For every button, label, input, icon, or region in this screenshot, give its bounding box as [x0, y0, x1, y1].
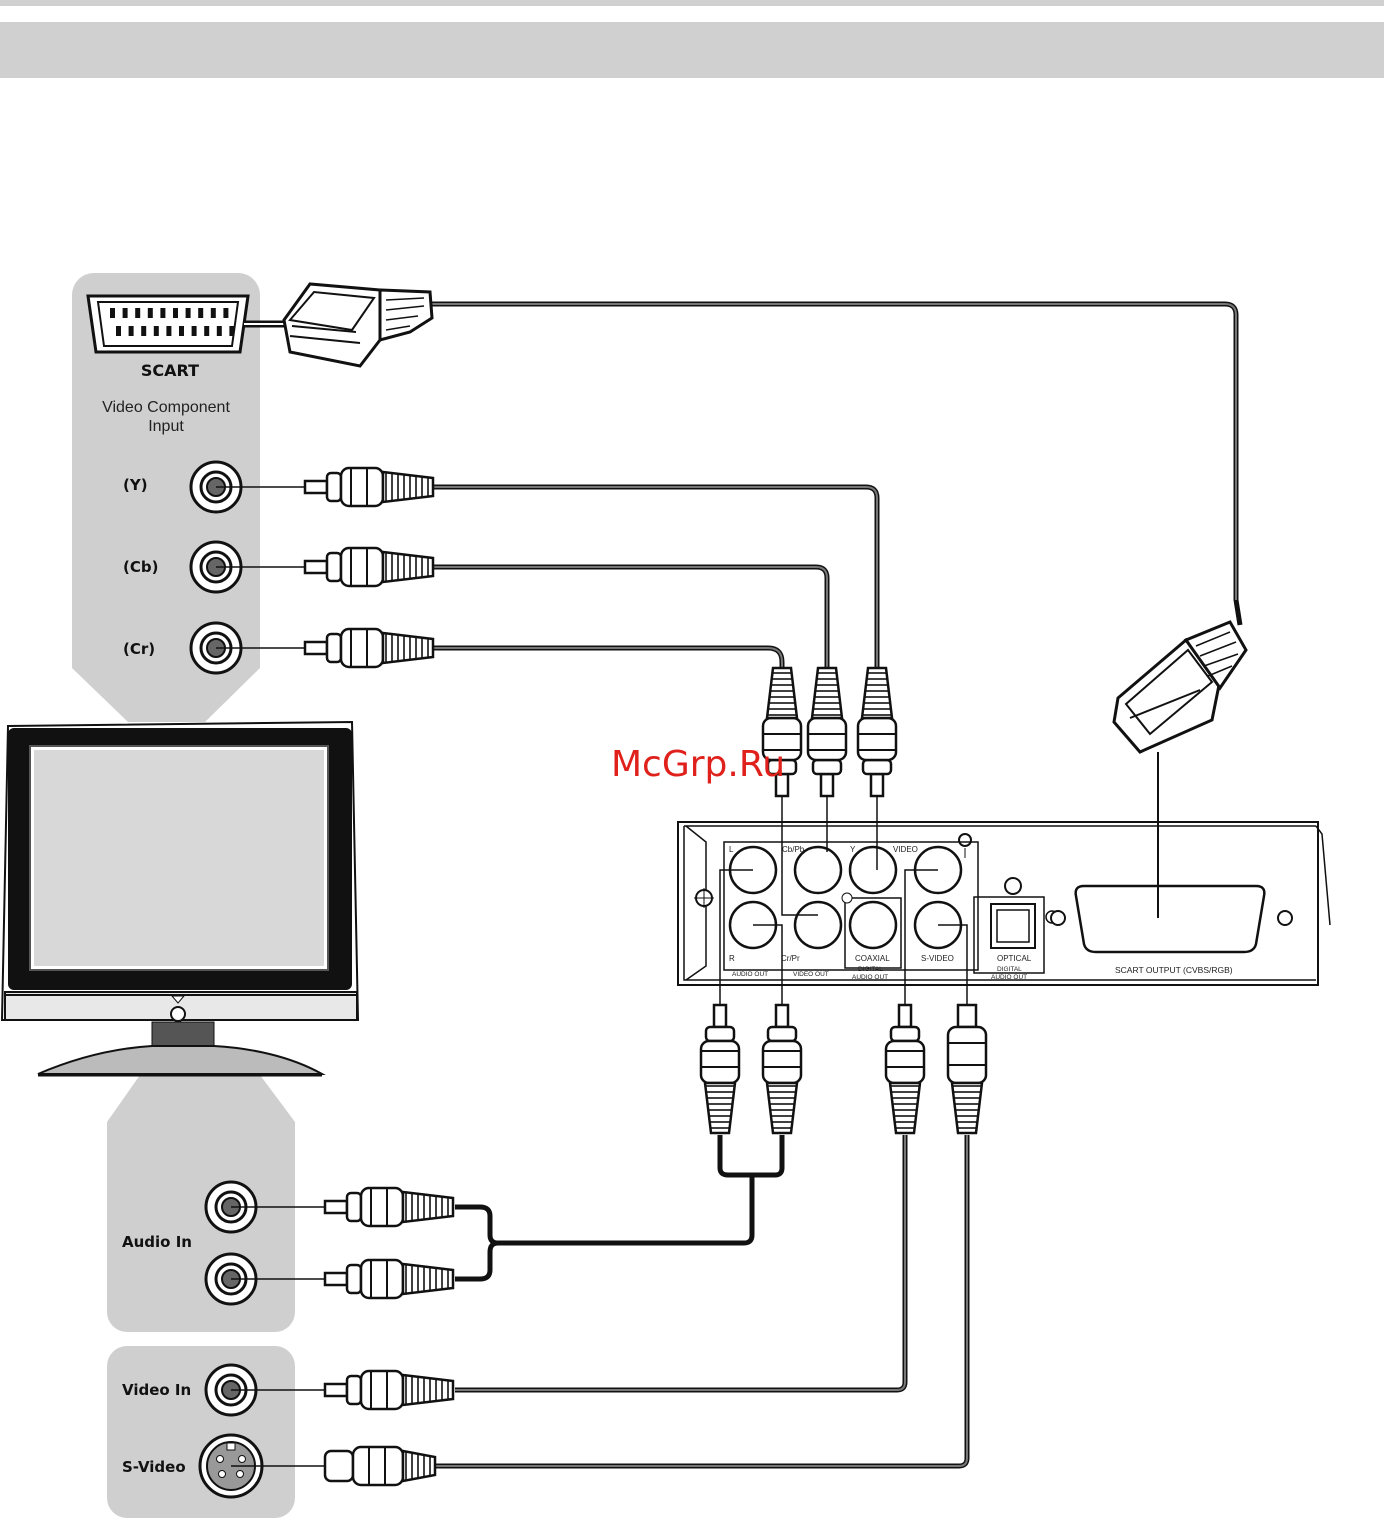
label-digital-optical-1: DIGITAL: [997, 966, 1022, 973]
scart-pin: [179, 326, 184, 336]
plug-svideo-tv: [325, 1447, 435, 1485]
scart-pin: [192, 326, 197, 336]
label-cbpb: Cb/Pb: [782, 845, 805, 854]
scart-pin: [166, 326, 171, 336]
plug-audio-1-tv: [325, 1188, 453, 1226]
header-bar: [0, 22, 1384, 78]
label-r: R: [729, 954, 735, 963]
component-title-line2: Input: [148, 418, 184, 435]
plug-audio-2-tv: [325, 1260, 453, 1298]
plug-svideo-player: [948, 1005, 986, 1133]
tv-scart-socket: [88, 296, 248, 352]
plug-cb-tv: [305, 548, 433, 586]
scart-plug-player: [1114, 622, 1246, 752]
scart-pin: [223, 308, 228, 318]
scart-plug-tv: [284, 284, 432, 366]
label-optical: OPTICAL: [997, 954, 1032, 963]
scart-pin: [198, 308, 203, 318]
label-audio-out: AUDIO OUT: [732, 971, 768, 978]
plug-video-tv: [325, 1371, 453, 1409]
label-crpr: Cr/Pr: [781, 954, 800, 963]
plug-audio-l-player: [701, 1005, 739, 1133]
scart-pin: [186, 308, 191, 318]
scart-pin: [154, 326, 159, 336]
label-digital-coax-1: DIGITAL: [858, 966, 883, 973]
plug-audio-r-player: [763, 1005, 801, 1133]
label-scart-output: SCART OUTPUT (CVBS/RGB): [1115, 965, 1233, 975]
y-label: (Y): [123, 476, 148, 494]
cr-label: (Cr): [123, 640, 155, 658]
scart-label: SCART: [141, 361, 199, 380]
plug-video-player: [886, 1005, 924, 1133]
scart-pin: [204, 326, 209, 336]
scart-pin: [116, 326, 121, 336]
top-rule: [0, 0, 1384, 6]
label-y: Y: [850, 845, 856, 854]
scart-pin: [141, 326, 146, 336]
label-digital-optical-2: AUDIO OUT: [991, 974, 1027, 981]
label-digital-coax-2: AUDIO OUT: [852, 974, 888, 981]
audio-in-label: Audio In: [122, 1233, 192, 1251]
label-video: VIDEO: [893, 845, 918, 854]
scart-pin: [123, 308, 128, 318]
scart-pin: [160, 308, 165, 318]
label-video-out: VIDEO OUT: [793, 971, 829, 978]
watermark: McGrp.Ru: [611, 744, 785, 785]
label-svideo: S-VIDEO: [921, 954, 954, 963]
label-coaxial: COAXIAL: [855, 954, 890, 963]
scart-pin: [135, 308, 140, 318]
tv-monitor: [2, 722, 358, 1075]
tv-video-panel: [107, 1346, 295, 1518]
plug-cb-player: [808, 668, 846, 796]
component-title-line1: Video Component: [102, 399, 230, 416]
video-in-label: Video In: [122, 1381, 191, 1399]
cb-label: (Cb): [123, 558, 158, 576]
scart-pin: [211, 308, 216, 318]
plug-cr-tv: [305, 629, 433, 667]
scart-pin: [148, 308, 153, 318]
scart-pin: [173, 308, 178, 318]
plug-y-player: [858, 668, 896, 796]
tv-audio-panel: [107, 1075, 295, 1332]
svideo-label: S-Video: [122, 1458, 186, 1476]
scart-pin: [229, 326, 234, 336]
scart-pin: [129, 326, 134, 336]
scart-pin: [110, 308, 115, 318]
label-l: L: [729, 845, 734, 854]
scart-pin: [217, 326, 222, 336]
plug-y-tv: [305, 468, 433, 506]
